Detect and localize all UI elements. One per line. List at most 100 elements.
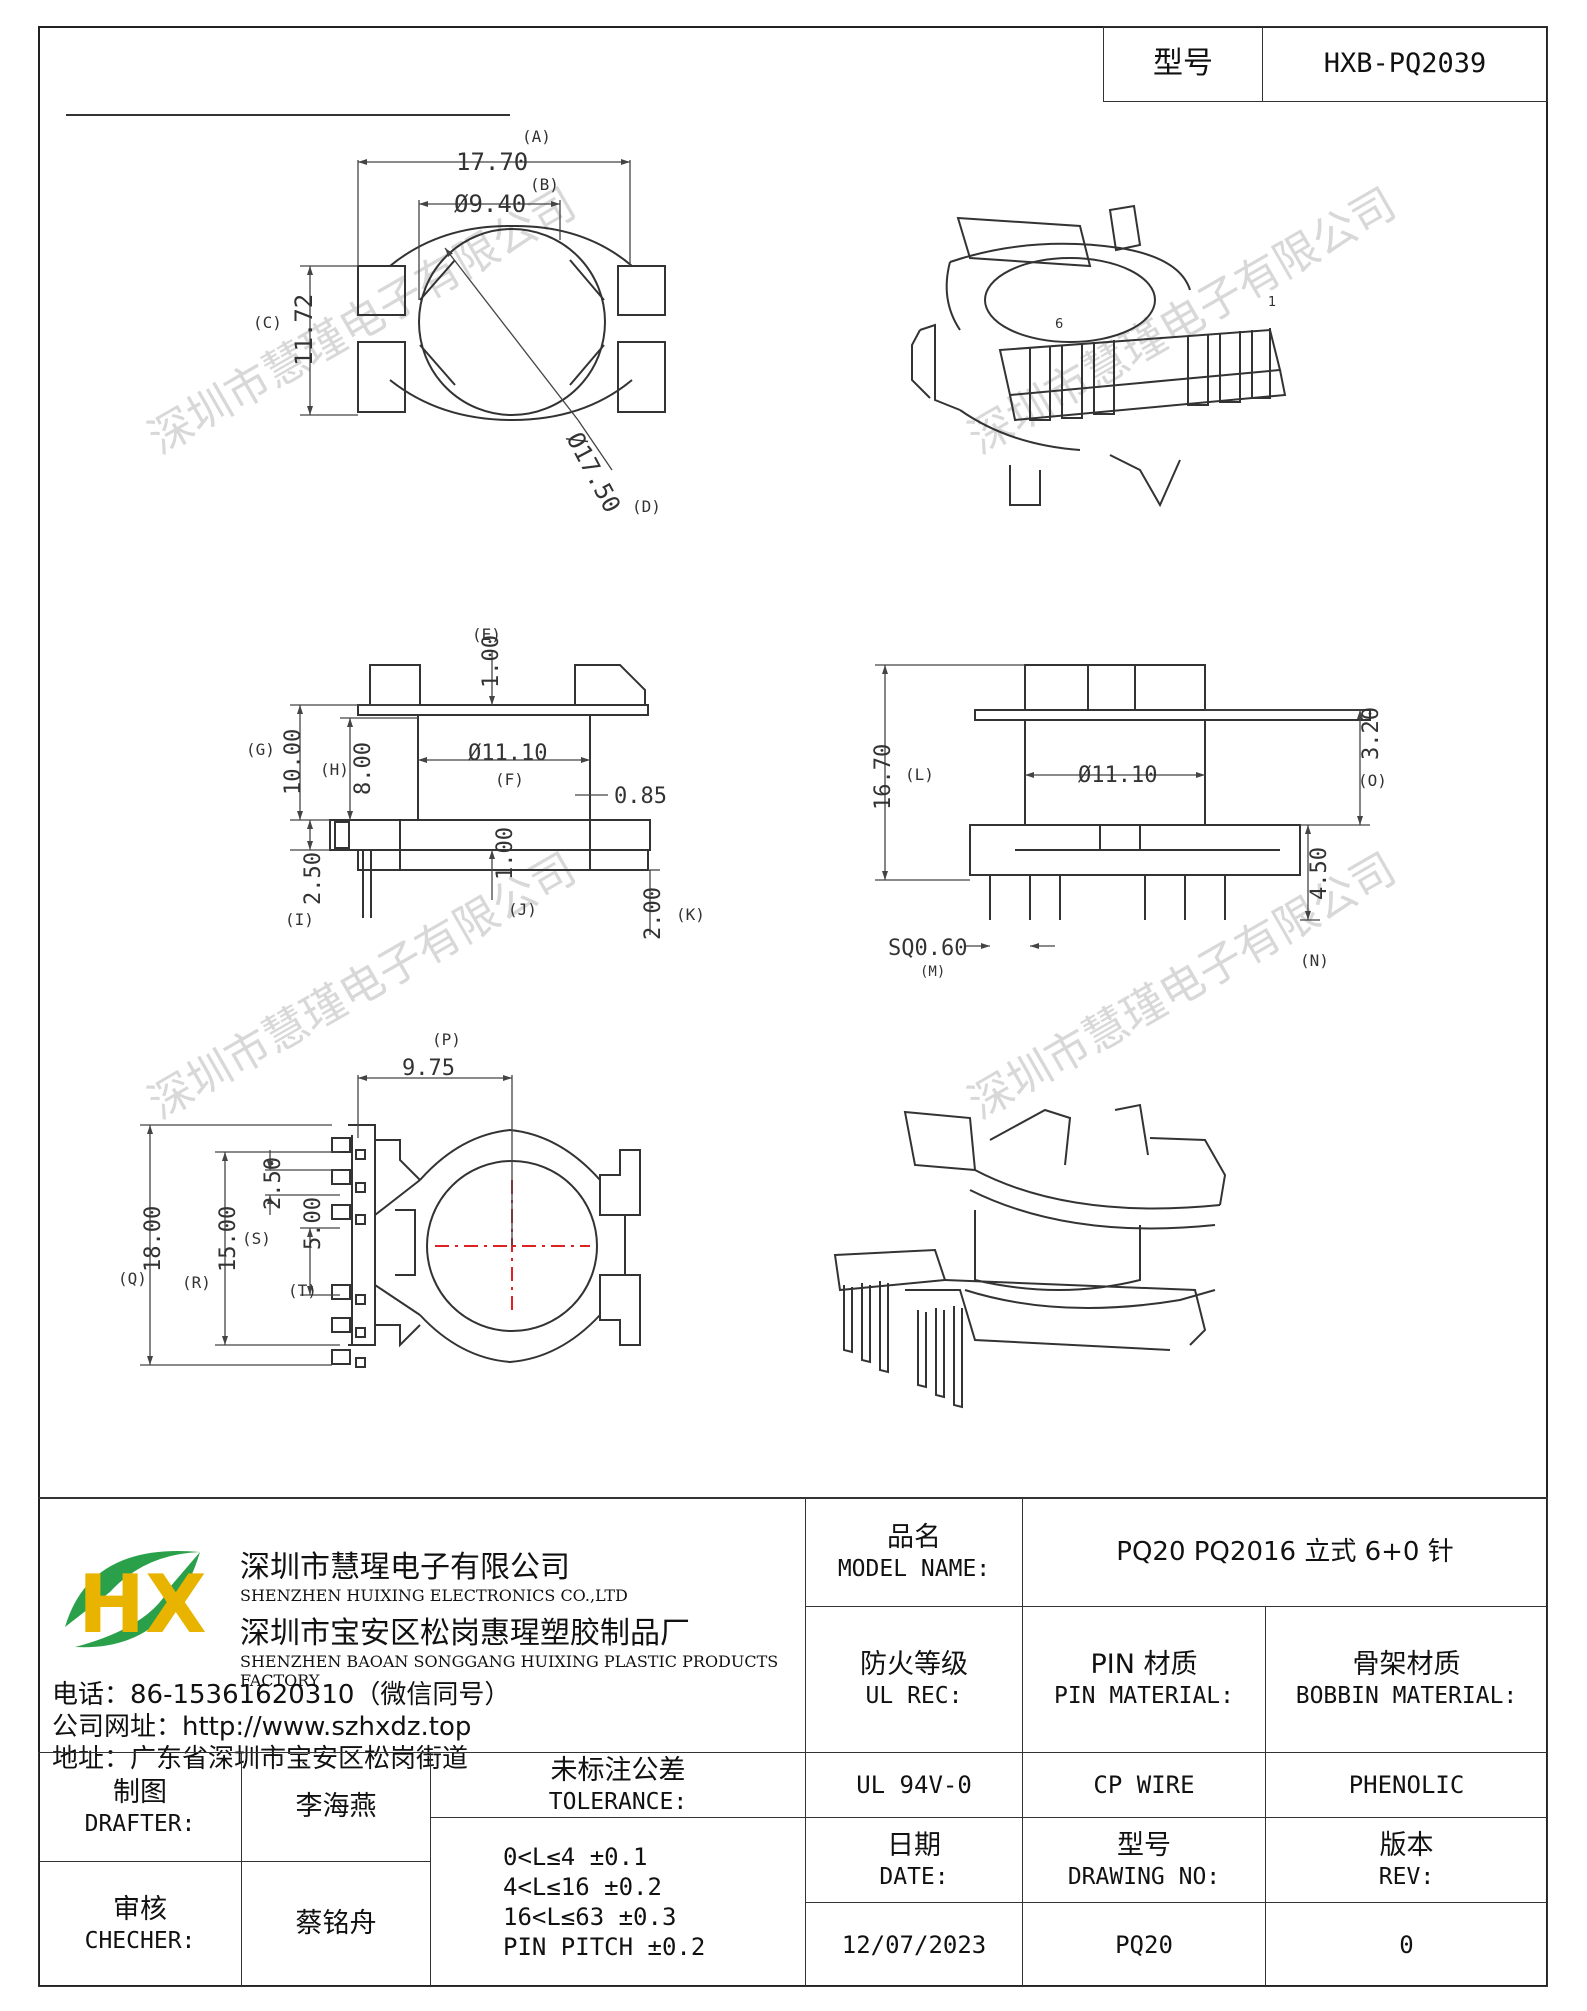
dim-Q-label: (Q)	[118, 1269, 147, 1288]
bobbin-material-cn: 骨架材质	[1352, 1649, 1461, 1681]
dim-B-label: (B)	[530, 175, 559, 194]
date-en: DATE:	[879, 1863, 949, 1890]
pin-material-value-cell: CP WIRE	[1022, 1752, 1266, 1818]
model-name-label-cell: 品名 MODEL NAME:	[805, 1497, 1023, 1607]
checker-label-cell: 审核 CHECHER:	[38, 1861, 242, 1987]
drawing-no-en: DRAWING NO:	[1067, 1863, 1221, 1890]
header-model-value: HXB-PQ2039	[1323, 48, 1487, 80]
side-view-right	[969, 664, 1371, 920]
dim-C-label: (C)	[253, 313, 282, 332]
dim-D-label: (D)	[632, 497, 661, 516]
iso-pins-top	[1029, 328, 1271, 421]
dim-P-value: 9.75	[402, 1056, 455, 1081]
dim-J-label: (J)	[508, 900, 537, 919]
dim-C-value: 11.72	[290, 294, 318, 366]
header-model-label: 型号	[1153, 46, 1213, 82]
side-view-right-dims	[875, 664, 1370, 949]
company-info: HX 深圳市慧瑆电子有限公司 SHENZHEN HUIXING ELECTRON…	[40, 1512, 815, 1774]
checker-name: 蔡铭舟	[295, 1908, 377, 1940]
tolerance-cn: 未标注公差	[550, 1754, 686, 1786]
logo-text: HX	[78, 1558, 207, 1651]
date-value-cell: 12/07/2023	[805, 1902, 1023, 1987]
drawing-no-value: PQ20	[1115, 1930, 1173, 1959]
dim-Q-value: 18.00	[141, 1206, 166, 1272]
pin-6-label: 6	[1055, 317, 1063, 332]
rev-value: 0	[1399, 1930, 1414, 1959]
company-phone: 电话：86-15361620310（微信同号）	[52, 1680, 511, 1710]
drafter-cn: 制图	[113, 1776, 167, 1808]
top-view-dims	[300, 159, 631, 471]
dim-F-value: Ø11.10	[468, 741, 547, 766]
rev-cn: 版本	[1379, 1829, 1434, 1861]
bottom-view-dims	[140, 1075, 513, 1366]
dim-O-value: 3.20	[1359, 707, 1384, 760]
dim-M-value: SQ0.60	[888, 936, 967, 961]
drafter-name-cell: 李海燕	[241, 1752, 431, 1862]
side-view-left-dims	[290, 650, 660, 935]
factory-name-cn: 深圳市宝安区松岗惠瑆塑胶制品厂	[240, 1616, 690, 1651]
dim-thickness-value: 0.85	[614, 784, 667, 809]
watermark-text: 深圳市慧瑾电子有限公司	[140, 178, 585, 464]
watermarks: 深圳市慧瑾电子有限公司 深圳市慧瑾电子有限公司 深圳市慧瑾电子有限公司 深圳市慧…	[140, 178, 1405, 1129]
tolerance-line: 16<L≤63 ±0.3	[503, 1903, 677, 1931]
company-name-en: SHENZHEN HUIXING ELECTRONICS CO.,LTD	[240, 1586, 628, 1605]
dim-S-label: (S)	[242, 1229, 271, 1248]
rev-label-cell: 版本 REV:	[1265, 1817, 1548, 1903]
dim-D-value: Ø17.50	[561, 428, 626, 518]
dim-I-label: (I)	[285, 910, 314, 929]
date-label-cell: 日期 DATE:	[805, 1817, 1023, 1903]
factory-name-en: SHENZHEN BAOAN SONGGANG HUIXING PLASTIC …	[240, 1652, 779, 1690]
fire-value-cell: UL 94V-0	[805, 1752, 1023, 1818]
drawing-no-label-cell: 型号 DRAWING NO:	[1022, 1817, 1266, 1903]
technical-drawing: 深圳市慧瑾电子有限公司 深圳市慧瑾电子有限公司 深圳市慧瑾电子有限公司 深圳市慧…	[66, 114, 1405, 1409]
model-name-value: PQ20 PQ2016 立式 6+0 针	[1116, 1536, 1454, 1567]
dim-H-label: (H)	[320, 760, 349, 779]
title-block-top-border	[38, 1497, 1548, 1499]
dim-L-value: 16.70	[871, 744, 896, 810]
watermark-text: 深圳市慧瑾电子有限公司	[960, 178, 1405, 464]
fire-label-cell: 防火等级 UL REC:	[805, 1606, 1023, 1753]
tolerance-line: 0<L≤4 ±0.1	[503, 1843, 648, 1871]
side-view-left-labels: (E) 1.00 Ø11.10 (F) (G) 10.00 (H) 8.00 0…	[246, 625, 705, 940]
side-view-left	[329, 664, 651, 918]
drafter-en: DRAFTER:	[84, 1810, 196, 1837]
model-name-en: MODEL NAME:	[837, 1555, 991, 1582]
pin-material-cn: PIN 材质	[1090, 1649, 1198, 1681]
pin-material-label-cell: PIN 材质 PIN MATERIAL:	[1022, 1606, 1266, 1753]
dim-F-label: (F)	[495, 770, 524, 789]
dim-F2-value: Ø11.10	[1078, 763, 1157, 788]
tolerance-en: TOLERANCE:	[548, 1788, 688, 1815]
iso-pins-bottom	[843, 1281, 963, 1409]
header-model-value-cell: HXB-PQ2039	[1262, 26, 1548, 102]
date-value: 12/07/2023	[841, 1930, 987, 1959]
side-view-right-labels: 16.70 (L) Ø11.10 3.20 (O) 4.50 (N) SQ0.6…	[871, 707, 1387, 980]
watermark-text: 深圳市慧瑾电子有限公司	[960, 843, 1405, 1129]
dim-M-label: (M)	[920, 964, 945, 980]
bobbin-material-value-cell: PHENOLIC	[1265, 1752, 1548, 1818]
checker-name-cell: 蔡铭舟	[241, 1861, 431, 1987]
fire-rating-en: UL REC:	[865, 1683, 963, 1709]
bobbin-material-en: BOBBIN MATERIAL:	[1295, 1683, 1518, 1709]
pin-material-en: PIN MATERIAL:	[1053, 1683, 1234, 1709]
top-view	[357, 224, 666, 422]
dim-G-value: 10.00	[281, 729, 306, 795]
rev-en: REV:	[1378, 1863, 1435, 1890]
drawing-no-value-cell: PQ20	[1022, 1902, 1266, 1987]
dim-S-value: 2.50	[261, 1157, 286, 1210]
company-logo: HX	[65, 1550, 207, 1651]
dim-E-label: (E)	[472, 625, 501, 644]
dim-H-value: 8.00	[351, 742, 376, 795]
drafter-name: 李海燕	[295, 1791, 377, 1823]
iso-view-bottom	[833, 1103, 1227, 1409]
dim-A-label: (A)	[522, 127, 551, 146]
tolerance-label-cell: 未标注公差 TOLERANCE:	[430, 1752, 806, 1818]
checker-cn: 审核	[113, 1893, 167, 1925]
dim-K-value: 2.00	[641, 887, 666, 940]
company-website: 公司网址：http://www.szhxdz.top	[52, 1712, 472, 1742]
pin-material-value: CP WIRE	[1093, 1771, 1195, 1799]
dim-N-value: 4.50	[1307, 847, 1332, 900]
pin-1-label: 1	[1268, 295, 1276, 310]
rev-value-cell: 0	[1265, 1902, 1548, 1987]
dim-E-value: 1.00	[479, 635, 504, 688]
checker-en: CHECHER:	[84, 1927, 196, 1954]
